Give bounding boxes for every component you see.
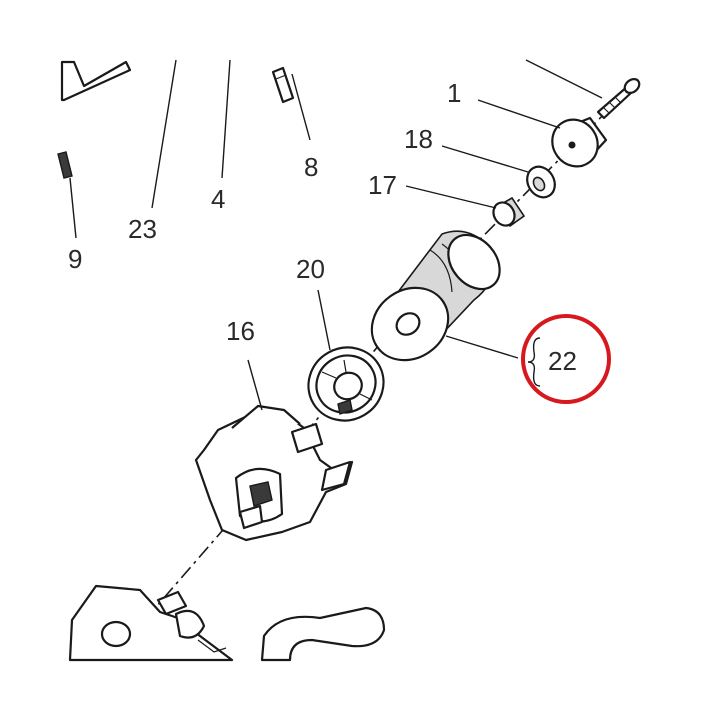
throttle-housing-part-16 [194,404,354,542]
lever-mount-fragment [68,584,234,662]
callout-20: 20 [296,254,325,284]
leader-lines [69,59,603,411]
callout-8: 8 [304,152,318,182]
grip-part-22 [370,230,501,362]
callout-16: 16 [226,316,255,346]
callout-23: 23 [128,214,157,244]
highlight-ring [521,314,611,404]
bar-end-weight-part-1 [551,116,608,168]
callout-22: 22 [548,346,577,376]
assembly-axis [109,89,629,661]
bolt [596,78,641,120]
bushing-part-17 [492,196,526,228]
callout-4: 4 [211,184,225,214]
callout-9: 9 [68,244,82,274]
washer-part-18 [526,165,556,199]
callout-18: 18 [404,124,433,154]
screw-part-9 [57,151,73,179]
bracket-fragment [60,60,132,102]
callout-1: 1 [447,78,461,108]
throttle-pulley-part-20 [307,346,385,422]
lever-fragment [260,606,386,662]
callout-17: 17 [368,170,397,200]
pin-part-8 [271,66,295,104]
